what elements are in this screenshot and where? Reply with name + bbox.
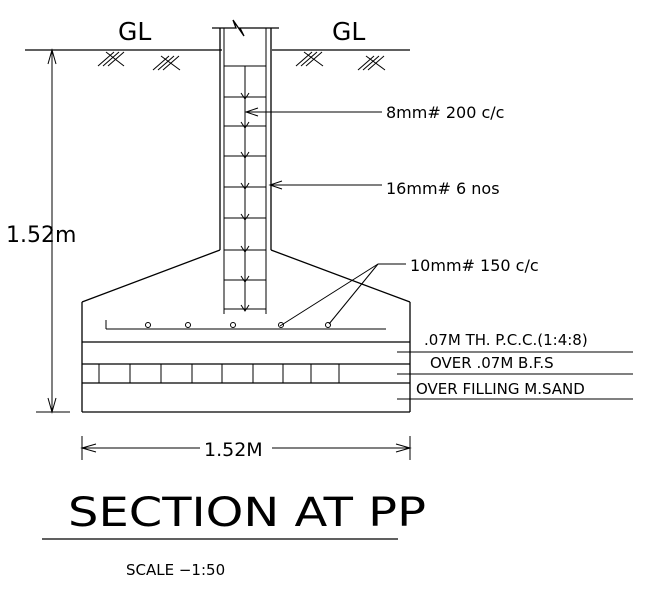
label-bfs: OVER .07M B.F.S (430, 354, 554, 372)
section-title: SECTION AT PP (68, 490, 426, 536)
footing-distribution-bars (145, 322, 331, 328)
leader-footing-bars-a (279, 263, 379, 327)
footing-slope-right (270, 249, 411, 303)
label-sand: OVER FILLING M.SAND (416, 380, 585, 398)
label-footing-bars: 10mm# 150 c/c (410, 256, 539, 275)
gl-label-left: GL (118, 17, 151, 46)
width-dimension-label: 1.52M (204, 439, 263, 461)
scale-label: SCALE −1:50 (126, 561, 225, 579)
leader-main-bars-arrow (268, 180, 283, 190)
leader-footing-bars-b (328, 263, 379, 325)
label-main-bars: 16mm# 6 nos (386, 179, 500, 198)
label-stirrups: 8mm# 200 c/c (386, 103, 504, 122)
column-break-mark (212, 19, 279, 37)
leader-stirrups-arrow (244, 107, 259, 117)
footing-slope-left (81, 249, 221, 303)
main-bar-arrowheads (240, 92, 250, 312)
gl-label-right: GL (332, 17, 365, 46)
soil-hatch-right (295, 51, 386, 71)
width-dim-arrow-left (80, 443, 97, 453)
height-dim-arrow-top (47, 48, 57, 65)
bfs-block-joints (98, 364, 340, 383)
width-dim-arrow-right (395, 443, 412, 453)
label-pcc: .07M TH. P.C.C.(1:4:8) (424, 331, 588, 349)
height-dimension-label: 1.52m (6, 223, 76, 248)
soil-hatch-left (97, 51, 181, 71)
